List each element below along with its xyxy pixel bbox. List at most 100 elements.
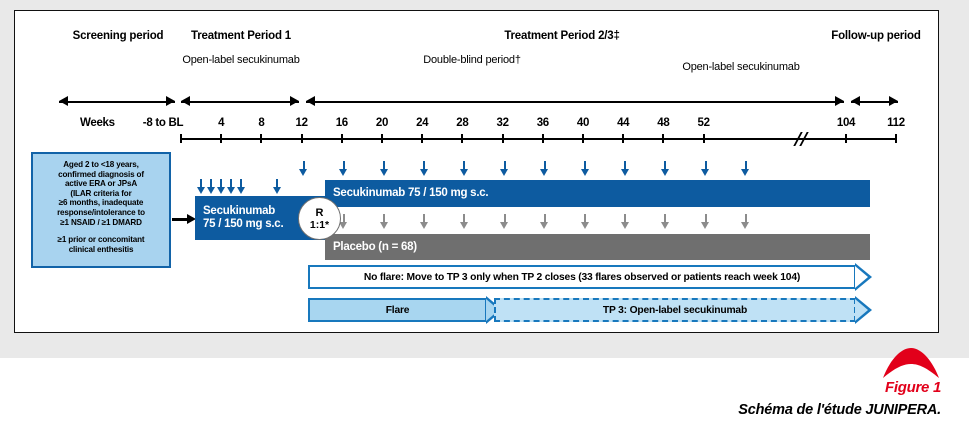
axis-week-label: 52 (697, 117, 710, 129)
span-arrow-treatment-period-2-3 (306, 96, 844, 107)
randomization-badge: R 1:1* (298, 197, 341, 240)
banner-tp3: TP 3: Open-label secukinumab (494, 296, 872, 324)
dose-arrow-tp1 (216, 179, 226, 194)
dose-arrow-placebo (660, 214, 670, 229)
criteria-line: response/intolerance to (57, 207, 145, 217)
sublabel-double-blind-period: Double-blind period† (423, 54, 521, 66)
dose-arrow-tp1 (236, 179, 246, 194)
axis-tick (702, 134, 705, 143)
span-arrow-treatment-period-1 (181, 96, 299, 107)
axis-tick (300, 134, 303, 143)
criteria-line: active ERA or JPsA (64, 179, 138, 189)
dose-arrow-tp1 (206, 179, 216, 194)
dose-arrow-placebo (620, 214, 630, 229)
banner-no-flare-label: No flare: Move to TP 3 only when TP 2 cl… (363, 271, 801, 283)
axis-tick (894, 134, 898, 143)
dose-arrow-tp1 (226, 179, 236, 194)
treatment-bar-secukinumab: Secukinumab 75 / 150 mg s.c. (325, 180, 870, 207)
span-arrow-screening (59, 96, 175, 107)
study-design-figure-panel: Screening period Treatment Period 1 Trea… (14, 10, 939, 333)
axis-label-screening-range: -8 to BL (142, 117, 184, 129)
dose-arrow-secukinumab (701, 161, 710, 176)
treatment-bar-placebo: Placebo (n = 68) (325, 234, 870, 260)
axis-tick (541, 134, 544, 143)
banner-flare: Flare (308, 296, 503, 324)
axis-tick (421, 134, 424, 143)
figure-caption-area: Figure 1 Schéma de l'étude JUNIPERA. (0, 348, 969, 425)
axis-week-label: 16 (335, 117, 349, 129)
treatment-bar-placebo-label: Placebo (n = 68) (333, 240, 417, 253)
dose-arrow-secukinumab (379, 161, 389, 176)
enrollment-arrow-icon (172, 214, 196, 225)
dose-arrow-secukinumab (620, 161, 630, 176)
axis-week-label: 32 (496, 117, 509, 129)
axis-week-label: 20 (375, 117, 389, 129)
axis-week-label: 24 (416, 117, 429, 129)
axis-tick (220, 134, 223, 143)
axis-row-label-weeks: Weeks (80, 117, 115, 129)
sublabel-open-label-secukinumab-tp1: Open-label secukinumab (182, 54, 300, 66)
banner-tp3-label: TP 3: Open-label secukinumab (602, 304, 748, 316)
treatment-bar-tp1-label: Secukinumab 75 / 150 mg s.c. (203, 205, 284, 230)
figure-number: Figure 1 (885, 379, 941, 396)
axis-tick (844, 134, 848, 143)
period-title-treatment-2-3: Treatment Period 2/3‡ (504, 30, 620, 42)
axis-tick (461, 134, 464, 143)
sublabel-open-label-secukinumab-tp3: Open-label secukinumab (682, 61, 800, 73)
dose-arrow-placebo (379, 214, 389, 229)
dose-arrow-placebo (580, 214, 590, 229)
period-title-screening: Screening period (72, 30, 164, 42)
criteria-line: confirmed diagnosis of (58, 169, 144, 179)
period-title-treatment-1: Treatment Period 1 (191, 30, 291, 42)
dose-arrow-placebo (540, 214, 549, 229)
criteria-line: ≥6 months, inadequate (58, 198, 144, 208)
randomization-ratio: 1:1* (309, 218, 330, 231)
axis-tick (179, 134, 183, 143)
axis-tick (340, 134, 343, 143)
criteria-line: clinical enthesitis (68, 244, 134, 254)
dose-arrow-secukinumab (741, 161, 750, 176)
criteria-line: (ILAR criteria for (70, 188, 132, 198)
dose-arrow-secukinumab (459, 161, 469, 176)
axis-tick (501, 134, 504, 143)
dose-arrow-placebo (419, 214, 429, 229)
brand-chevron-icon (881, 346, 941, 380)
axis-week-label: 12 (295, 117, 308, 129)
axis-week-label: 4 (218, 117, 225, 129)
axis-week-label: 28 (456, 117, 469, 129)
dose-arrow-placebo (459, 214, 469, 229)
dose-arrow-secukinumab (660, 161, 670, 176)
dose-arrow-secukinumab (419, 161, 429, 176)
dose-arrow-tp1 (196, 179, 206, 194)
axis-tick (662, 134, 665, 143)
dose-arrow-secukinumab (580, 161, 590, 176)
randomization-letter: R (315, 206, 324, 219)
dose-arrow-secukinumab (540, 161, 549, 176)
banner-no-flare: No flare: Move to TP 3 only when TP 2 cl… (308, 263, 872, 291)
criteria-line: ≥1 NSAID / ≥1 DMARD (60, 217, 142, 227)
criteria-line: ≥1 prior or concomitant (57, 235, 145, 245)
figure-caption-text: Schéma de l'étude JUNIPERA. (738, 402, 941, 418)
axis-tick (622, 134, 625, 143)
dose-arrow-placebo (741, 214, 750, 229)
dose-arrow-secukinumab (299, 161, 308, 176)
axis-week-label: 104 (836, 117, 856, 129)
axis-week-label: 48 (657, 117, 670, 129)
axis-week-label: 36 (536, 117, 550, 129)
dose-arrow-placebo (500, 214, 509, 229)
period-title-followup: Follow-up period (831, 30, 921, 42)
axis-week-label: 8 (258, 117, 265, 129)
banner-flare-label: Flare (385, 304, 410, 316)
axis-week-label: 44 (617, 117, 630, 129)
axis-tick (260, 134, 263, 143)
treatment-bar-secukinumab-label: Secukinumab 75 / 150 mg s.c. (333, 187, 489, 199)
axis-tick (380, 134, 384, 143)
axis-break-icon (793, 132, 810, 146)
dose-arrow-placebo (701, 214, 710, 229)
axis-tick (581, 134, 585, 143)
dose-arrow-placebo (339, 214, 348, 229)
dose-arrow-secukinumab (500, 161, 509, 176)
inclusion-criteria-box: Aged 2 to <18 years, confirmed diagnosis… (31, 152, 171, 268)
axis-week-label: 40 (576, 117, 590, 129)
axis-week-label: 112 (887, 117, 905, 129)
